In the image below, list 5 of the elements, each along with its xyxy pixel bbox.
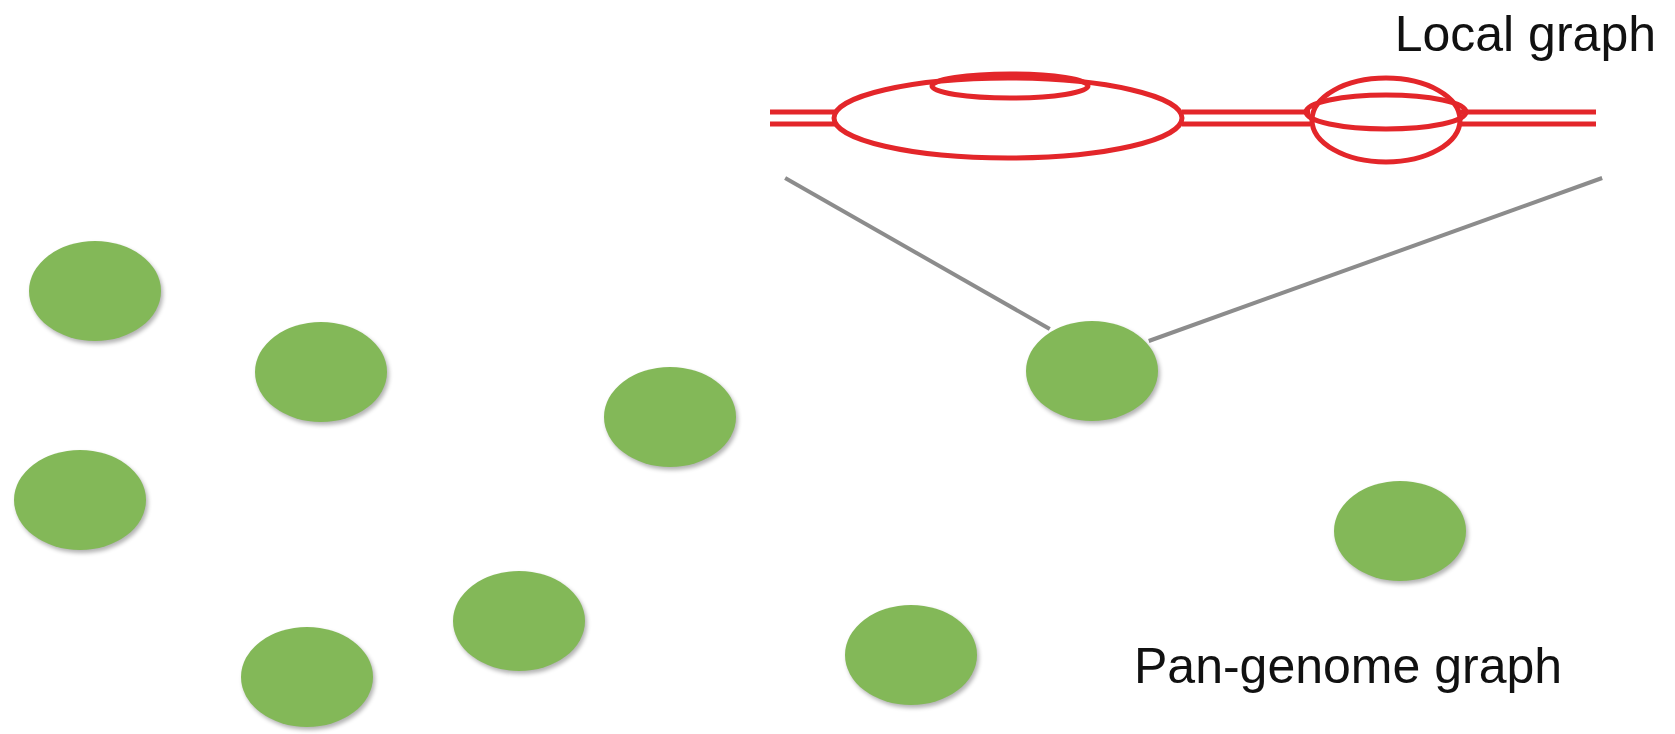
graph-caption: Pan-genome graph	[1134, 637, 1563, 696]
ellipse	[1026, 321, 1158, 421]
zoom-line	[1148, 176, 1603, 343]
zoom-line	[784, 176, 1051, 331]
graph-title: Local graph	[1394, 5, 1656, 64]
